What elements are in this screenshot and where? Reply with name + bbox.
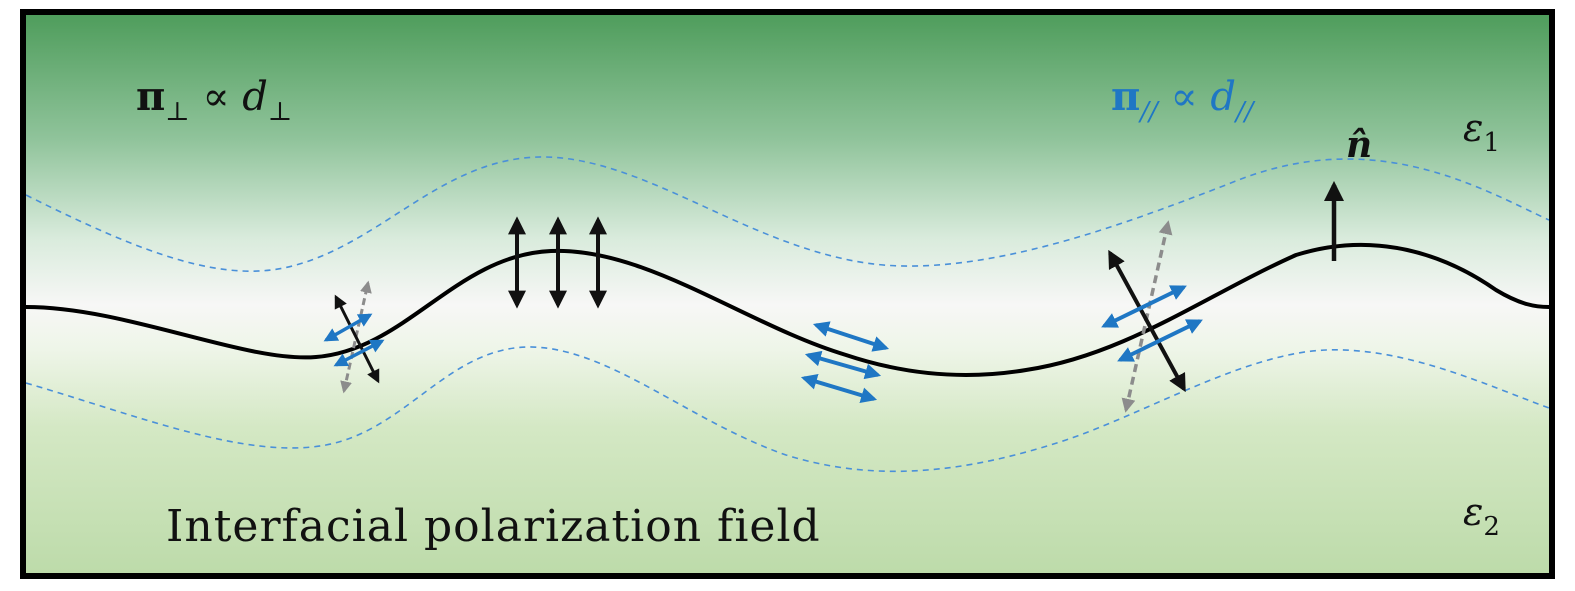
pi-parallel-label: π// ∝ d// — [1111, 73, 1254, 127]
blue-dipole-left-1 — [323, 313, 373, 342]
ghost-dipole-right — [1121, 220, 1173, 413]
epsilon-1-label: ε1 — [1463, 106, 1500, 158]
lower-dashed-curve — [26, 346, 1549, 473]
parallel-dipole-2 — [804, 350, 882, 380]
blue-dipole-right-2 — [1117, 319, 1203, 362]
blue-dipole-left-2 — [333, 339, 385, 367]
normal-vector-label: n̂ — [1346, 124, 1373, 166]
diagram-frame: π⊥ ∝ d⊥ π// ∝ d// ε1 ε2 n̂ Interfacial p… — [20, 9, 1555, 579]
interface-diagram — [26, 156, 1549, 473]
black-dipole-right — [1108, 249, 1186, 393]
epsilon-2-label: ε2 — [1463, 490, 1500, 542]
diagram-caption: Interfacial polarization field — [166, 501, 821, 552]
pi-perp-label: π⊥ ∝ d⊥ — [136, 73, 293, 127]
upper-dashed-curve — [26, 156, 1549, 272]
interface-curve — [26, 242, 1549, 377]
parallel-dipole-1 — [812, 321, 890, 352]
parallel-dipole-3 — [800, 374, 878, 403]
